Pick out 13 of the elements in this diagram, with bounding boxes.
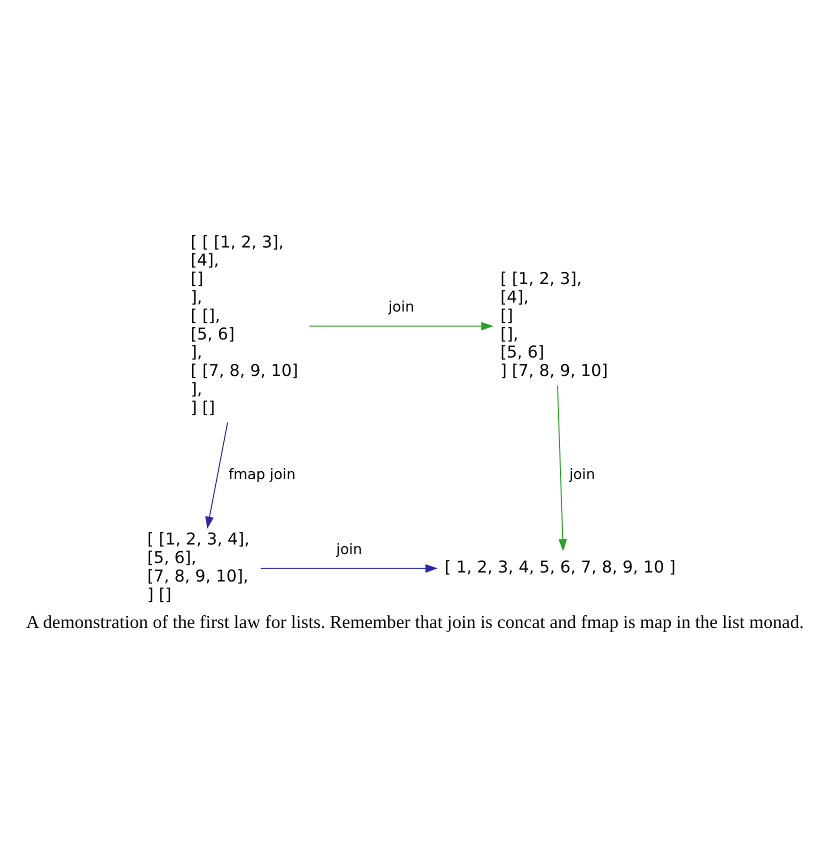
arrow xyxy=(205,422,228,528)
edge-label: join xyxy=(388,299,414,316)
arrow xyxy=(557,385,568,551)
edge-label: join xyxy=(569,466,596,483)
arrow xyxy=(309,321,494,330)
arrow xyxy=(260,564,438,572)
edge-label: fmap join xyxy=(228,466,296,483)
edge-label: join xyxy=(336,541,362,558)
caption: A demonstration of the first law for lists. Remember that join is concat and fmap is map in the list monad. xyxy=(26,612,804,632)
node-text: [ [1, 2, 3], [4], [] [], [5, 6] ] [7, 8, 9, 10] xyxy=(500,268,608,380)
node-text: [ 1, 2, 3, 4, 5, 6, 7, 8, 9, 10 ] xyxy=(444,556,676,576)
node-text: [ [1, 2, 3, 4], [5, 6], [7, 8, 9, 10], ] [] xyxy=(147,529,250,604)
node-text: [ [ [1, 2, 3], [4], [] ], [ [], [5, 6] ], [ [7, 8, 9, 10] ], ] [] xyxy=(190,232,298,416)
